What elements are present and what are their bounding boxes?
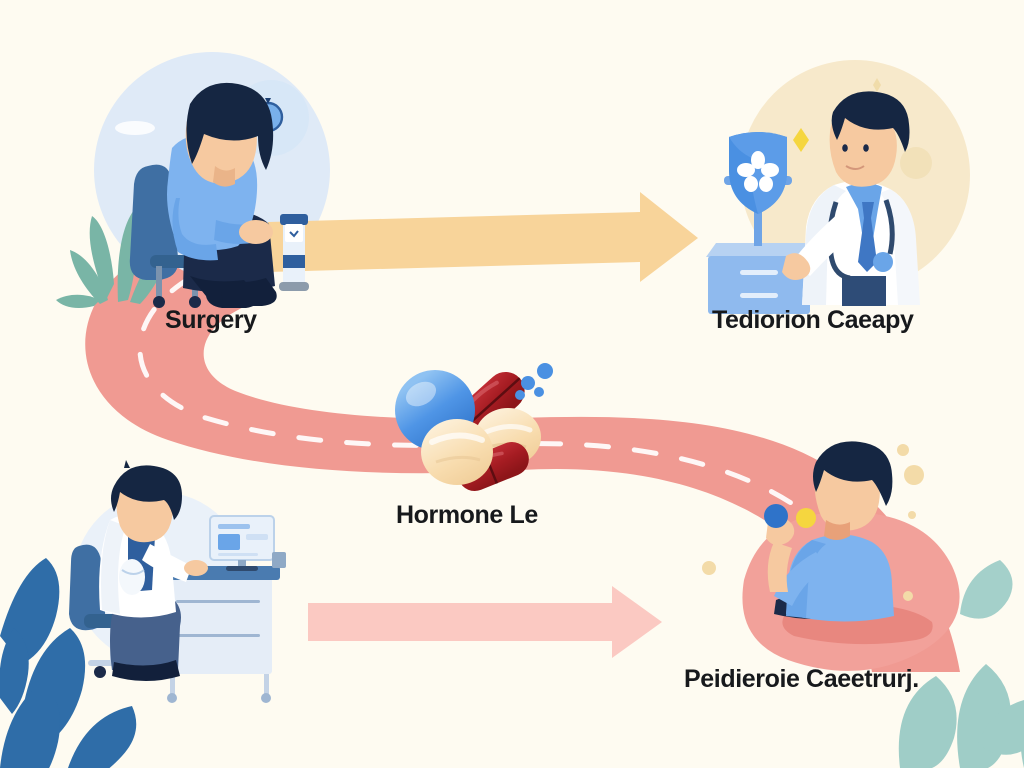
person-hair xyxy=(813,441,893,506)
tablet-cream-front xyxy=(421,419,493,485)
dot-accent xyxy=(702,561,716,575)
seated-person-ball-scene xyxy=(702,441,1024,768)
doctor-figure-desk xyxy=(99,460,208,681)
desk-monitor xyxy=(209,515,286,571)
arrow-top xyxy=(268,192,698,282)
medical-vial xyxy=(279,214,309,291)
seated-patient-scene xyxy=(56,80,309,308)
doctor-shield-scene xyxy=(706,78,932,314)
shield-emblem xyxy=(724,132,792,246)
sparkle-diamond-yellow xyxy=(793,128,809,152)
droplet-blue xyxy=(534,387,544,397)
ball-yellow xyxy=(796,508,816,528)
doctor-hair xyxy=(831,91,910,152)
cloud-shape xyxy=(115,121,155,135)
patient-hair xyxy=(186,82,274,170)
droplet-blue xyxy=(537,363,553,379)
ball-blue xyxy=(764,504,788,528)
doctor-belt xyxy=(842,276,886,306)
label-hormone: Hormone Le xyxy=(396,501,538,529)
doctor-tie xyxy=(858,202,877,272)
droplet-blue xyxy=(515,390,525,400)
patient-figure xyxy=(167,82,277,308)
label-bottom-right-treatment: Peidieroie Caeetrurj. xyxy=(684,665,919,693)
dot-accent xyxy=(904,465,924,485)
dot-accent xyxy=(908,511,916,519)
circle-accent-cream xyxy=(900,147,932,179)
patient-hands xyxy=(239,220,273,244)
doctor-figure-shield xyxy=(782,91,920,306)
doctor-hand xyxy=(782,253,811,280)
desk-doctor-hand xyxy=(184,560,208,576)
desk-doctor-hair xyxy=(111,465,182,520)
leaves-blue-corner xyxy=(0,558,137,768)
dot-accent xyxy=(903,591,913,601)
road-dashes xyxy=(137,275,835,539)
person-figure-ball xyxy=(764,441,933,645)
label-surgery: Surgery xyxy=(165,306,257,334)
label-top-right-treatment: Tediorion Caeapy xyxy=(712,306,914,334)
medication-pills-scene xyxy=(395,363,553,492)
flower-icon xyxy=(737,151,779,192)
leaf-teal-extra xyxy=(960,560,1013,619)
droplet-blue xyxy=(521,376,535,390)
arrow-bottom xyxy=(308,586,662,658)
doctor-desk-scene xyxy=(0,460,286,768)
dot-accent xyxy=(897,444,909,456)
stethoscope xyxy=(827,201,851,281)
leaves-teal-corner xyxy=(898,664,1024,768)
person-arm xyxy=(767,542,792,592)
